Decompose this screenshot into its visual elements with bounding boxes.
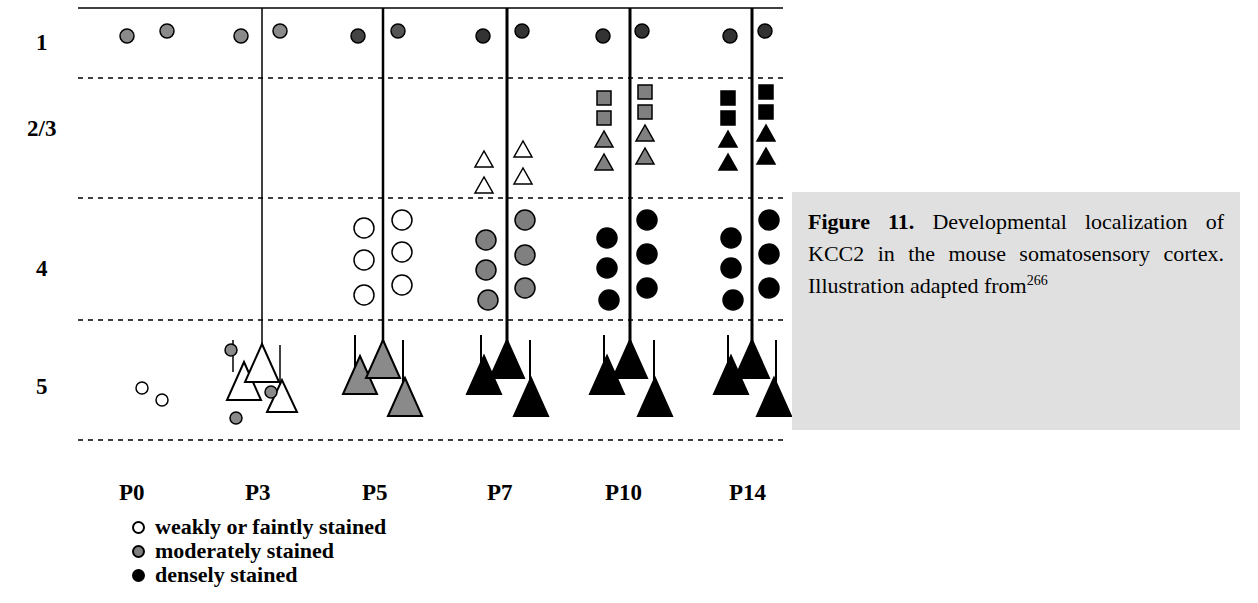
p7-cells — [467, 8, 548, 416]
age-label: P0 — [119, 481, 145, 504]
layer-number: 4 — [36, 257, 48, 280]
figure-number: Figure 11. — [808, 209, 914, 234]
legend-text: weakly or faintly stained — [155, 516, 386, 538]
legend-row: moderately stained — [132, 540, 334, 562]
legend-text: densely stained — [155, 564, 297, 586]
layer-number: 1 — [36, 31, 48, 54]
age-label: P7 — [487, 481, 513, 504]
reference-number: 266 — [1027, 272, 1048, 287]
age-label: P10 — [605, 481, 642, 504]
age-label: P5 — [362, 481, 388, 504]
layer-borders — [78, 8, 783, 440]
layer-number: 2/3 — [27, 117, 56, 140]
p0-cells — [120, 24, 174, 406]
legend-swatch — [132, 521, 145, 534]
layer-number: 5 — [36, 375, 48, 398]
p5-cells — [343, 8, 422, 416]
legend-row: densely stained — [132, 564, 297, 586]
p10-cells — [590, 8, 672, 416]
age-label: P3 — [245, 481, 271, 504]
legend-swatch — [132, 545, 145, 558]
legend-swatch — [132, 569, 145, 582]
legend-text: moderately stained — [155, 540, 334, 562]
p3-cells — [225, 8, 297, 424]
legend-row: weakly or faintly stained — [132, 516, 386, 538]
caption-box: Figure 11. Developmental localization of… — [792, 192, 1240, 430]
p14-cells — [714, 8, 791, 416]
age-label: P14 — [729, 481, 766, 504]
